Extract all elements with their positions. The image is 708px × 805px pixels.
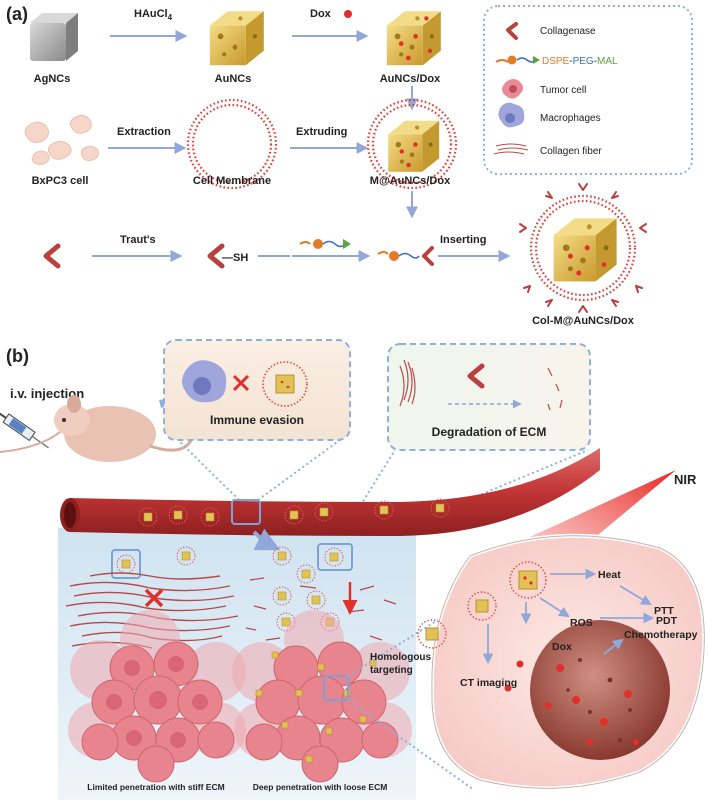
dox-label: Dox bbox=[552, 641, 572, 653]
collagenase-icon bbox=[467, 363, 485, 389]
legend-tumor-cell: Tumor cell bbox=[540, 85, 586, 96]
nir-label: NIR bbox=[674, 472, 697, 487]
loose-ecm-fibers bbox=[245, 577, 397, 641]
immune-evasion-label: Immune evasion bbox=[210, 413, 304, 427]
mouse-icon bbox=[0, 395, 194, 462]
panel-b-label: (b) bbox=[6, 346, 29, 366]
ct-imaging-label: CT imaging bbox=[460, 677, 517, 689]
step-extraction: Extraction bbox=[117, 126, 171, 138]
collagen-fiber-icon bbox=[493, 143, 529, 155]
step-inserting: Inserting bbox=[440, 234, 486, 246]
immune-evasion-box: Immune evasion bbox=[163, 339, 351, 441]
legend-dspe-peg-mal: DSPE-PEG-MAL bbox=[542, 56, 618, 67]
tumor-right bbox=[232, 610, 412, 783]
syringe-icon bbox=[0, 412, 49, 449]
agncs-cube-icon bbox=[30, 13, 78, 61]
label-cell-membrane: Cell Membrane bbox=[193, 175, 271, 187]
extravasation-arrow bbox=[252, 528, 281, 551]
chemotherapy-label: Chemotherapy bbox=[624, 629, 698, 641]
label-bxpc3: BxPC3 cell bbox=[32, 175, 89, 187]
legend-collagenase: Collagenase bbox=[540, 26, 596, 37]
ptt-label: PTT bbox=[654, 605, 674, 617]
np-intracellular-icon bbox=[509, 561, 547, 599]
label-agncs: AgNCs bbox=[34, 73, 71, 85]
linker-icon bbox=[299, 239, 351, 249]
reagent-haucl4: HAuCl4 bbox=[134, 8, 173, 22]
step-extruding: Extruding bbox=[296, 126, 347, 138]
degradation-label: Degradation of ECM bbox=[432, 425, 547, 439]
np-homologous-icon bbox=[417, 619, 447, 649]
conjugate-icon bbox=[377, 246, 434, 266]
label-limited: Limited penetration with stiff ECM bbox=[87, 782, 224, 792]
cell-membrane-icon bbox=[186, 98, 278, 190]
pdt-label: PDT bbox=[656, 615, 678, 627]
panel-a-label: (a) bbox=[6, 4, 28, 24]
thiol-label: —SH bbox=[222, 252, 248, 264]
dspe-peg-mal-icon bbox=[495, 55, 540, 65]
tumor-left bbox=[68, 610, 246, 783]
label-deep: Deep penetration with loose ECM bbox=[253, 782, 388, 792]
legend-collagen-fiber: Collagen fiber bbox=[540, 146, 602, 157]
label-m-auncs-dox: M@AuNCs/Dox bbox=[370, 175, 451, 187]
legend-macrophages: Macrophages bbox=[540, 113, 601, 124]
injection-label: i.v. injection bbox=[10, 386, 84, 401]
degradation-box: Degradation of ECM bbox=[387, 343, 591, 451]
blood-vessel bbox=[60, 448, 600, 536]
zoom-box-tumor bbox=[323, 675, 349, 701]
block-x-icon bbox=[232, 374, 250, 392]
tumor-cell-zoom bbox=[429, 533, 707, 791]
zoom-box-ecm bbox=[317, 543, 353, 571]
col-m-auncs-dox-icon bbox=[519, 183, 647, 313]
bxpc3-cells-icon bbox=[24, 115, 99, 165]
legend-box: Collagenase DSPE-PEG-MAL Tumor cell Macr… bbox=[483, 5, 693, 175]
homologous-label: Homologous bbox=[370, 652, 432, 663]
ros-label: ROS bbox=[570, 617, 593, 629]
zoom-lines-cell bbox=[347, 599, 475, 791]
macrophage-icon bbox=[498, 102, 525, 128]
label-auncs: AuNCs bbox=[215, 73, 252, 85]
collagenase-icon bbox=[506, 22, 518, 40]
zoom-box-vessel bbox=[231, 499, 261, 525]
nanoparticle-icon bbox=[262, 361, 308, 407]
zoom-lines bbox=[177, 439, 589, 549]
thiolated-collagenase-icon bbox=[207, 243, 225, 269]
targeting-label: targeting bbox=[370, 665, 413, 676]
m-auncs-dox-icon bbox=[366, 98, 458, 190]
label-auncs-dox: AuNCs/Dox bbox=[380, 73, 441, 85]
zoom-box-stiff bbox=[111, 549, 141, 579]
np-endocytosed-icon bbox=[467, 591, 497, 621]
auncs-cube-icon bbox=[209, 11, 264, 66]
auncs-dox-cube-icon bbox=[386, 11, 441, 66]
blocked-x-icon bbox=[144, 588, 164, 608]
macrophage-icon bbox=[182, 360, 227, 403]
reagent-dox: Dox bbox=[310, 8, 332, 20]
label-col-m-auncs-dox: Col-M@AuNCs/Dox bbox=[532, 315, 635, 327]
step-trauts: Traut's bbox=[120, 234, 156, 246]
dox-molecule-icon bbox=[344, 10, 352, 18]
heat-label: Heat bbox=[598, 569, 621, 581]
collagenase-icon bbox=[43, 243, 61, 269]
mechanism-arrows bbox=[482, 568, 655, 665]
nucleus bbox=[530, 620, 670, 760]
tumor-cell-icon bbox=[502, 79, 523, 99]
